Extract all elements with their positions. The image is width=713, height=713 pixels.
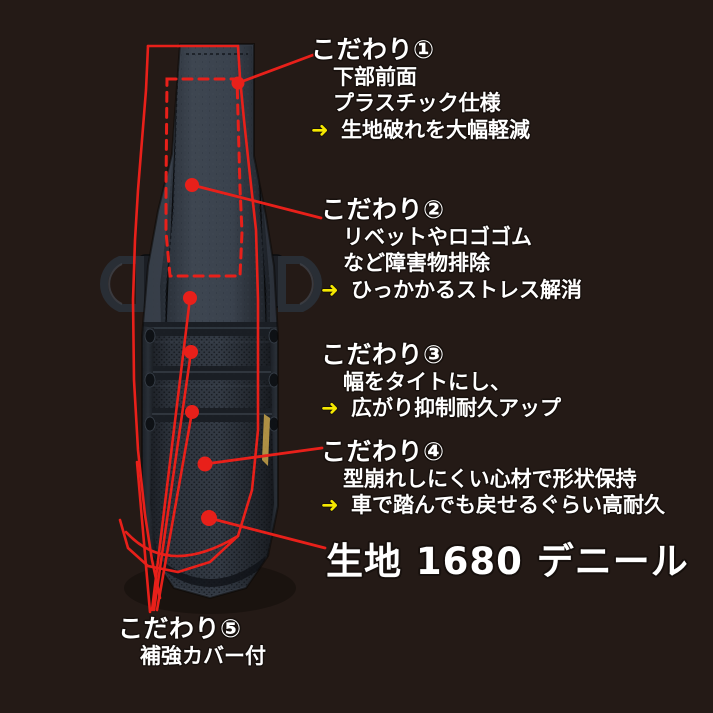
holster-body: [142, 44, 278, 598]
note-block-5: こだわり⑤ 補強カバー付: [118, 615, 266, 669]
note-3-line-1: 幅をタイトにし、: [343, 369, 511, 394]
note-1-line-3-text: 生地破れを大幅軽減: [341, 118, 530, 143]
product-photo-tool-holster: [78, 36, 326, 614]
note-block-4: こだわり④ 型崩れしにくい心材で形状保持 ➜ 車で踏んでも戻せるぐらい高耐久: [321, 438, 665, 519]
note-block-3: こだわり③ 幅をタイトにし、 ➜ 広がり抑制耐久アップ: [321, 341, 561, 422]
note-block-2: こだわり② リベットやロゴゴム など障害物排除 ➜ ひっかかるストレス解消: [321, 196, 582, 304]
note-1-line-3: ➜ 生地破れを大幅軽減: [311, 117, 530, 144]
note-3-line-2: ➜ 広がり抑制耐久アップ: [321, 395, 561, 422]
arrow-icon: ➜: [311, 118, 329, 143]
note-4-line-2-text: 車で踏んでも戻せるぐらい高耐久: [351, 493, 665, 518]
note-5-line-1: 補強カバー付: [140, 643, 266, 668]
note-5-heading: こだわり⑤: [118, 614, 242, 643]
note-2-line-1: リベットやロゴゴム: [343, 224, 532, 249]
note-block-1: こだわり① 下部前面 プラスチック仕様 ➜ 生地破れを大幅軽減: [311, 36, 530, 144]
note-2-line-2: など障害物排除: [343, 251, 490, 276]
note-1-heading: こだわり①: [311, 35, 435, 64]
note-3-line-2-text: 広がり抑制耐久アップ: [351, 396, 561, 421]
note-1-line-1: 下部前面: [333, 64, 417, 89]
product-illustration: [100, 43, 322, 614]
arrow-icon: ➜: [321, 278, 339, 303]
arrow-icon: ➜: [321, 493, 339, 518]
note-4-line-1: 型崩れしにくい心材で形状保持: [343, 466, 637, 491]
note-1-line-2: プラスチック仕様: [333, 91, 501, 116]
note-4-heading: こだわり④: [321, 437, 445, 466]
note-4-line-2: ➜ 車で踏んでも戻せるぐらい高耐久: [321, 492, 665, 519]
note-3-heading: こだわり③: [321, 340, 445, 369]
note-2-line-3: ➜ ひっかかるストレス解消: [321, 277, 582, 304]
highlight-denier-text: 生地 1680 デニール: [326, 540, 689, 583]
arrow-icon: ➜: [321, 396, 339, 421]
note-2-line-3-text: ひっかかるストレス解消: [351, 278, 582, 303]
note-2-heading: こだわり②: [321, 195, 445, 224]
